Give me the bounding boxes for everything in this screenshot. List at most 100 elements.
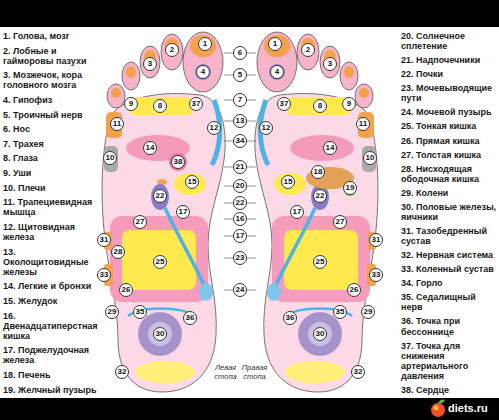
key-column: 20. Солнечное сплетение 21. Надпочечники 2… xyxy=(401,31,497,395)
callout-number: 2 xyxy=(301,43,315,57)
callout-number: 17 xyxy=(233,229,247,243)
watermark: diets.ru xyxy=(448,401,488,415)
bottom-bar xyxy=(0,398,499,420)
key-entry: 10. Плечи xyxy=(3,183,99,193)
callout-number: 18 xyxy=(311,165,325,179)
foot-caption: Левая стопа xyxy=(211,363,240,381)
callout-number: 31 xyxy=(97,233,111,247)
apple-logo xyxy=(431,399,445,417)
key-entry: 28. Нисходящая ободочная кишка xyxy=(401,164,497,184)
key-entry: 19. Желчный пузырь xyxy=(3,385,99,395)
callout-number: 34 xyxy=(233,134,247,148)
callout-number: 12 xyxy=(207,121,221,135)
key-entry: 25. Тонкая кишка xyxy=(401,121,497,131)
callout-number: 22 xyxy=(233,196,247,210)
callout-number: 17 xyxy=(290,205,304,219)
key-column: 1. Голова, мозг 2. Лобные и гайморовы паз… xyxy=(3,31,99,395)
callout-number: 33 xyxy=(369,268,383,282)
right-foot xyxy=(255,32,378,392)
key-entry: 5. Троичный нерв xyxy=(3,110,99,120)
key-entry: 1. Голова, мозг xyxy=(3,31,99,41)
key-entry: 33. Коленный сустав xyxy=(401,264,497,274)
callout-number: 30 xyxy=(313,327,327,341)
callout-number: 11 xyxy=(356,117,370,131)
callout-number: 30 xyxy=(153,327,167,341)
key-entry: 26. Прямая кишка xyxy=(401,136,497,146)
callout-number: 19 xyxy=(343,181,357,195)
callout-number: 1 xyxy=(198,37,212,51)
callout-number: 12 xyxy=(259,121,273,135)
callout-number: 3 xyxy=(143,57,157,71)
key-entry: 13. Околощитовидные железы xyxy=(3,247,99,277)
key-entry: 17. Поджелудочная железа xyxy=(3,345,99,365)
callout-number: 29 xyxy=(361,305,375,319)
callout-number: 5 xyxy=(233,68,247,82)
callout-number: 20 xyxy=(233,179,247,193)
callout-number: 14 xyxy=(323,141,337,155)
key-entry: 16. Двенадцатиперстная кишка xyxy=(3,311,99,341)
key-entry: 37. Точка для снижения артериального дав… xyxy=(401,341,497,381)
callout-number: 8 xyxy=(153,99,167,113)
callout-number: 32 xyxy=(351,365,365,379)
callout-number: 4 xyxy=(270,65,284,79)
key-entry: 22. Почки xyxy=(401,69,497,79)
callout-number: 4 xyxy=(196,65,210,79)
callout-number: 35 xyxy=(133,305,147,319)
top-bar xyxy=(0,0,499,27)
callout-number: 37 xyxy=(277,97,291,111)
callout-number: 38 xyxy=(171,155,185,169)
key-entry: 12. Щитовидная железа xyxy=(3,222,99,242)
callout-number: 26 xyxy=(347,283,361,297)
callout-number: 36 xyxy=(283,311,297,325)
key-entry: 15. Желудок xyxy=(3,296,99,306)
key-entry: 4. Гипофиз xyxy=(3,95,99,105)
callout-number: 9 xyxy=(342,97,356,111)
key-entry: 23. Мочевыводящие пути xyxy=(401,83,497,103)
callout-number: 15 xyxy=(185,175,199,189)
callout-number: 25 xyxy=(313,255,327,269)
key-entry: 29. Колени xyxy=(401,188,497,198)
key-entry: 9. Уши xyxy=(3,168,99,178)
key-entry: 21. Надпочечники xyxy=(401,55,497,65)
callout-number: 10 xyxy=(363,151,377,165)
callout-number: 17 xyxy=(176,205,190,219)
callout-number: 15 xyxy=(281,175,295,189)
key-entry: 38. Сердце xyxy=(401,385,497,395)
key-entry: 31. Тазобедренный сустав xyxy=(401,226,497,246)
callout-number: 27 xyxy=(133,215,147,229)
callout-number: 13 xyxy=(233,114,247,128)
key-entry: 30. Половые железы, яичники xyxy=(401,202,497,222)
leader-lines xyxy=(224,53,256,290)
callout-number: 31 xyxy=(369,233,383,247)
left-foot xyxy=(102,32,225,392)
key-entry: 11. Трапециевидная мышца xyxy=(3,197,99,217)
key-entry: 3. Мозжечок, кора головного мозга xyxy=(3,70,99,90)
callout-number: 37 xyxy=(189,97,203,111)
callout-number: 22 xyxy=(153,189,167,203)
callout-number: 6 xyxy=(233,46,247,60)
callout-number: 27 xyxy=(333,215,347,229)
key-entry: 35. Седалищный нерв xyxy=(401,292,497,312)
callout-number: 16 xyxy=(233,212,247,226)
key-entry: 7. Трахея xyxy=(3,139,99,149)
callout-number: 9 xyxy=(124,97,138,111)
callout-number: 36 xyxy=(183,311,197,325)
callout-number: 33 xyxy=(97,268,111,282)
key-entry: 27. Толстая кишка xyxy=(401,150,497,160)
foot-caption: Правая стопа xyxy=(240,363,269,381)
callout-number: 11 xyxy=(110,117,124,131)
callout-number: 1 xyxy=(268,37,282,51)
callout-number: 24 xyxy=(233,283,247,297)
key-entry: 14. Легкие и бронхи xyxy=(3,281,99,291)
heart-zone xyxy=(169,153,187,171)
key-entry: 20. Солнечное сплетение xyxy=(401,31,497,51)
key-entry: 2. Лобные и гайморовы пазухи xyxy=(3,46,99,66)
key-entry: 18. Печень xyxy=(3,370,99,380)
callout-number: 8 xyxy=(313,99,327,113)
callout-number: 22 xyxy=(313,189,327,203)
callout-number: 10 xyxy=(103,151,117,165)
key-entry: 36. Точка при бессоннице xyxy=(401,316,497,336)
callout-number: 7 xyxy=(233,93,247,107)
callout-number: 25 xyxy=(153,255,167,269)
key-entry: 6. Нос xyxy=(3,124,99,134)
